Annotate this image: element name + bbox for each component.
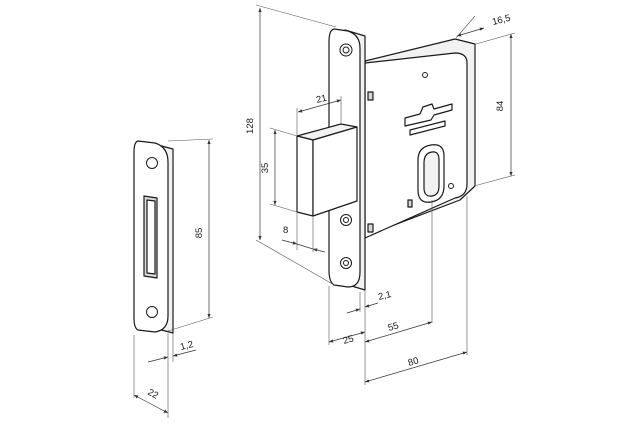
- dim-21: 21: [315, 93, 328, 106]
- case-screw-bottom: [448, 183, 454, 189]
- case-tab-bottom: [367, 223, 374, 233]
- case-slot-small: [407, 199, 413, 208]
- dim-80: 80: [407, 355, 420, 368]
- dimension-lines: [133, 7, 513, 414]
- dim-55: 55: [387, 320, 400, 333]
- key-slot-bar: [409, 120, 446, 136]
- strike-screw-hole-bottom: [146, 306, 158, 318]
- dim-84: 84: [495, 101, 506, 112]
- dim-2-1: 2,1: [377, 289, 392, 303]
- case-tab-top: [367, 91, 374, 101]
- strike-screw-hole-top: [146, 157, 158, 169]
- dim-1-2: 1,2: [179, 339, 194, 353]
- dim-22: 22: [146, 387, 161, 402]
- dim-35: 35: [260, 163, 271, 174]
- bolt-front: [296, 135, 314, 217]
- dim-85: 85: [194, 228, 205, 239]
- lock-case-front: [364, 52, 468, 239]
- strike-plate: [133, 140, 174, 334]
- key-slot: [404, 103, 453, 127]
- lock-body: [296, 28, 476, 291]
- bolt-end: [312, 126, 358, 217]
- dim-128: 128: [245, 118, 256, 134]
- dimension-labels: 16,5 84 128 21 35 8 85 2,1 25 55 80 1,2 …: [146, 13, 512, 402]
- dim-25: 25: [342, 333, 355, 346]
- dim-16-5: 16,5: [491, 13, 512, 28]
- dim-8: 8: [283, 225, 288, 236]
- case-screw-top: [422, 72, 428, 78]
